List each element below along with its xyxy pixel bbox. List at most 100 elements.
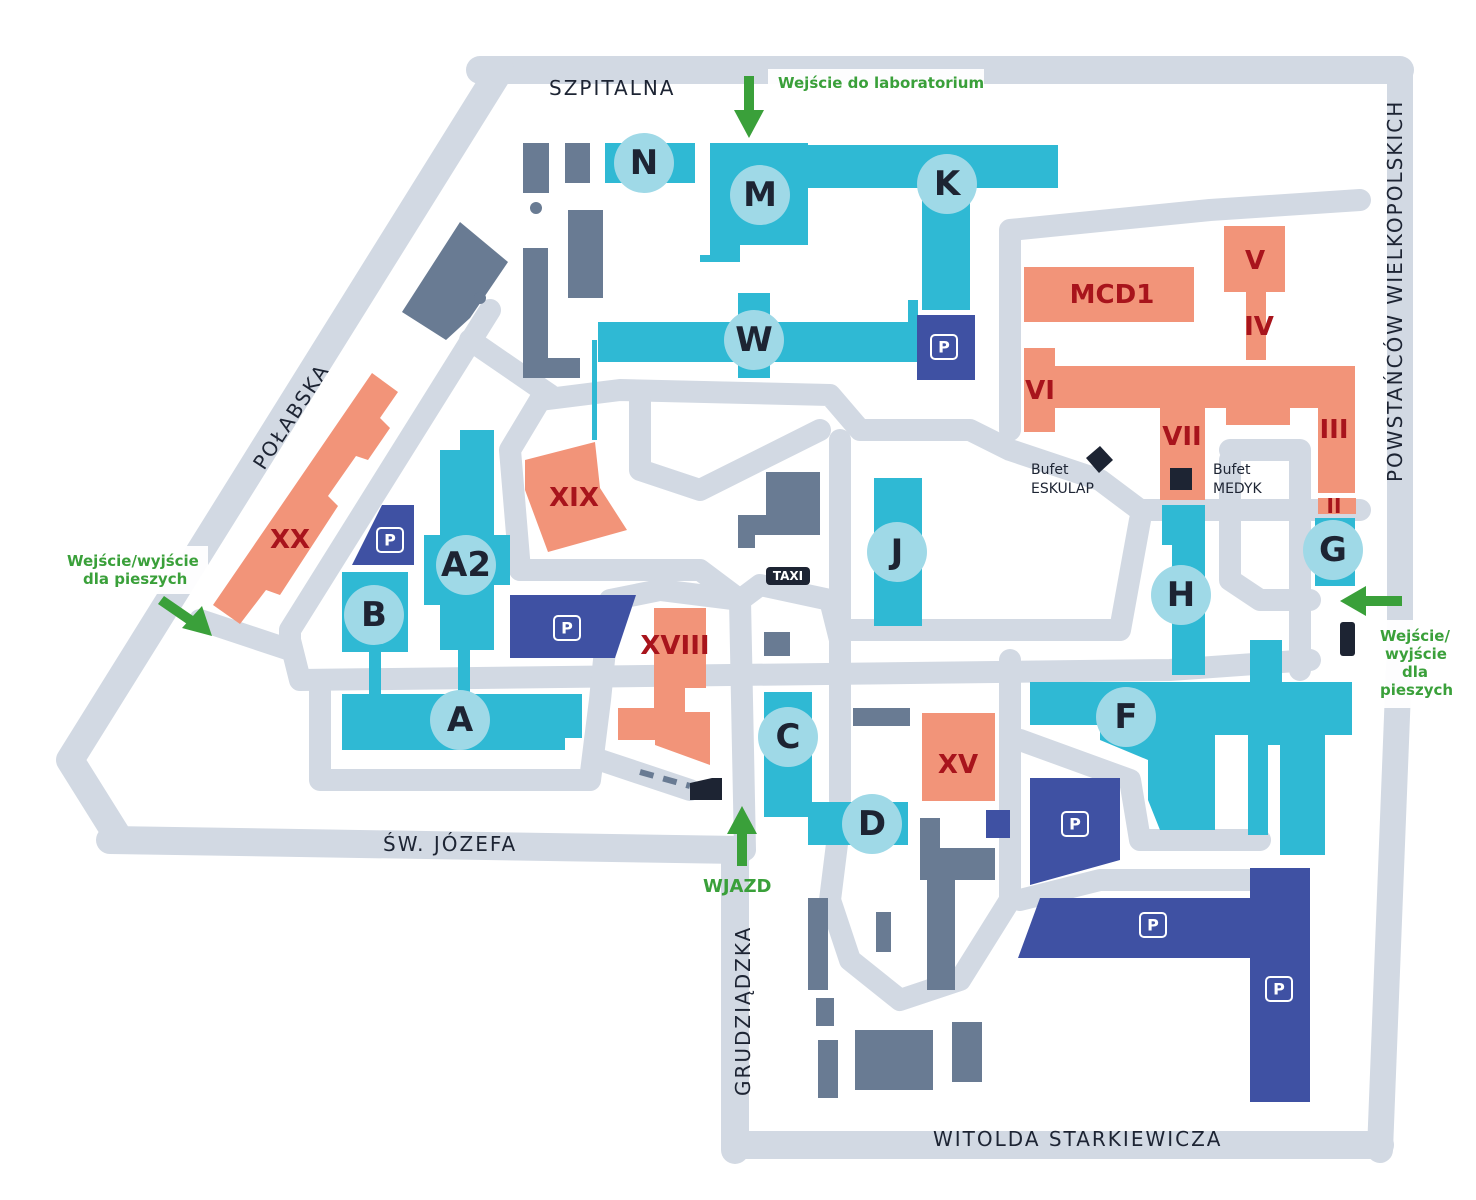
parking-k [917,315,975,380]
road-inner-6 [309,579,751,791]
label-h: H [1167,575,1195,615]
other-building [530,202,542,214]
other-building [402,222,508,340]
building-vi-vii-iii [1024,348,1355,500]
label-vii: VII [1162,422,1201,452]
other-building [523,143,549,193]
marker-n [614,133,674,193]
marker-g [1303,520,1363,580]
entrance-pedestrian-left-line2: dla pieszych [83,570,187,588]
dark-markers [690,446,1355,800]
svg-text:P: P [561,619,573,638]
other-buildings [402,143,995,1098]
road-polabska [56,56,514,854]
road-inner-8 [729,589,756,861]
label-g: G [1319,530,1347,570]
parking-center-left [510,595,636,658]
svg-text:P: P [938,338,950,357]
street-powstancow: POWSTAŃCÓW WIELKOPOLSKICH [1383,100,1407,482]
bufet-eskulap-label: Bufet [1031,462,1069,478]
bufet-eskulap-name: ESKULAP [1031,481,1094,497]
parking-east [1030,778,1120,885]
label-xv: XV [938,750,978,780]
other-building [855,1030,933,1090]
label-iii: III [1319,415,1348,445]
marker-f [1096,687,1156,747]
entrance-wjazd: WJAZD [703,806,771,897]
parking-badge: P [553,615,581,641]
road-inner-10 [189,299,501,661]
parking-badge: P [376,527,404,553]
label-n: N [630,143,658,183]
parking-south [1018,868,1310,1102]
road-inner-7 [729,574,851,811]
svg-text:P: P [1147,916,1159,935]
clinic-buildings [213,226,1356,801]
road-inner-14 [1219,449,1321,611]
other-building [568,210,603,298]
label-v: V [1245,246,1265,276]
building-w-line [592,340,597,440]
entrance-lab-label: Wejście do laboratorium [778,74,984,92]
marker-a2 [436,535,496,595]
label-k: K [934,164,962,204]
building-xix [525,442,627,552]
marker-h [1151,565,1211,625]
building-ii [1318,498,1356,514]
label-b: B [361,595,387,635]
road-inner-9 [459,329,561,406]
bufet-labels: Bufet ESKULAP Bufet MEDYK [1031,462,1262,497]
entrance-pedestrian-left-line1: Wejście/wyjście [67,552,199,570]
label-m: M [743,175,777,215]
label-xviii: XVIII [640,631,709,661]
building-markers [344,133,1363,854]
building-v [1224,226,1285,292]
marker-j [867,522,927,582]
other-building [565,143,590,183]
other-building [738,472,820,548]
other-building [764,632,790,656]
building-mcd1 [1024,267,1194,322]
label-xx: XX [270,525,310,555]
road-inner-1 [529,379,1371,521]
road-inner-north [999,189,1371,441]
parking-badges: P P P P P P [376,334,1293,1002]
path-dashes [639,769,691,789]
other-building [876,912,891,952]
building-iv [1246,290,1266,360]
parking-badge: P [1139,912,1167,938]
parking-badge: P [1265,976,1293,1002]
building-xv [922,713,995,801]
svg-text:P: P [384,531,396,550]
road-network [56,56,1414,1164]
entrance-pedestrian-left: Wejście/wyjście dla pieszych [58,546,212,636]
parking-badge: P [930,334,958,360]
building-b-link [369,648,381,696]
label-f: F [1114,697,1137,737]
label-w: W [735,320,773,360]
parking-b [352,505,414,565]
svg-text:TAXI: TAXI [773,569,803,583]
other-building [952,1022,982,1082]
label-d: D [858,804,886,844]
road-sw-jozefa [96,826,754,864]
parking-small [986,810,1010,838]
bufet-eskulap-icon [1086,446,1113,473]
parking-badge: P [1061,811,1089,837]
other-building [808,898,828,990]
svg-text:P: P [1273,980,1285,999]
taxi-badge: TAXI [766,567,810,585]
arrow-left-icon [1340,586,1402,616]
entrance-pedestrian-right-line1: Wejście/ [1380,627,1450,645]
entrance-pedestrian-right-line3: dla [1402,663,1428,681]
entrance-pedestrian-right-line4: pieszych [1380,681,1453,699]
building-a2-link [458,648,470,696]
other-building [523,248,580,378]
arrow-down-icon [734,76,764,138]
street-szpitalna: SZPITALNA [549,76,676,100]
road-inner-2 [629,389,831,501]
street-witolda: WITOLDA STARKIEWICZA [933,1127,1222,1151]
label-vi: VI [1025,376,1055,406]
road-inner-3 [499,389,751,611]
road-inner-12 [1009,869,1271,911]
